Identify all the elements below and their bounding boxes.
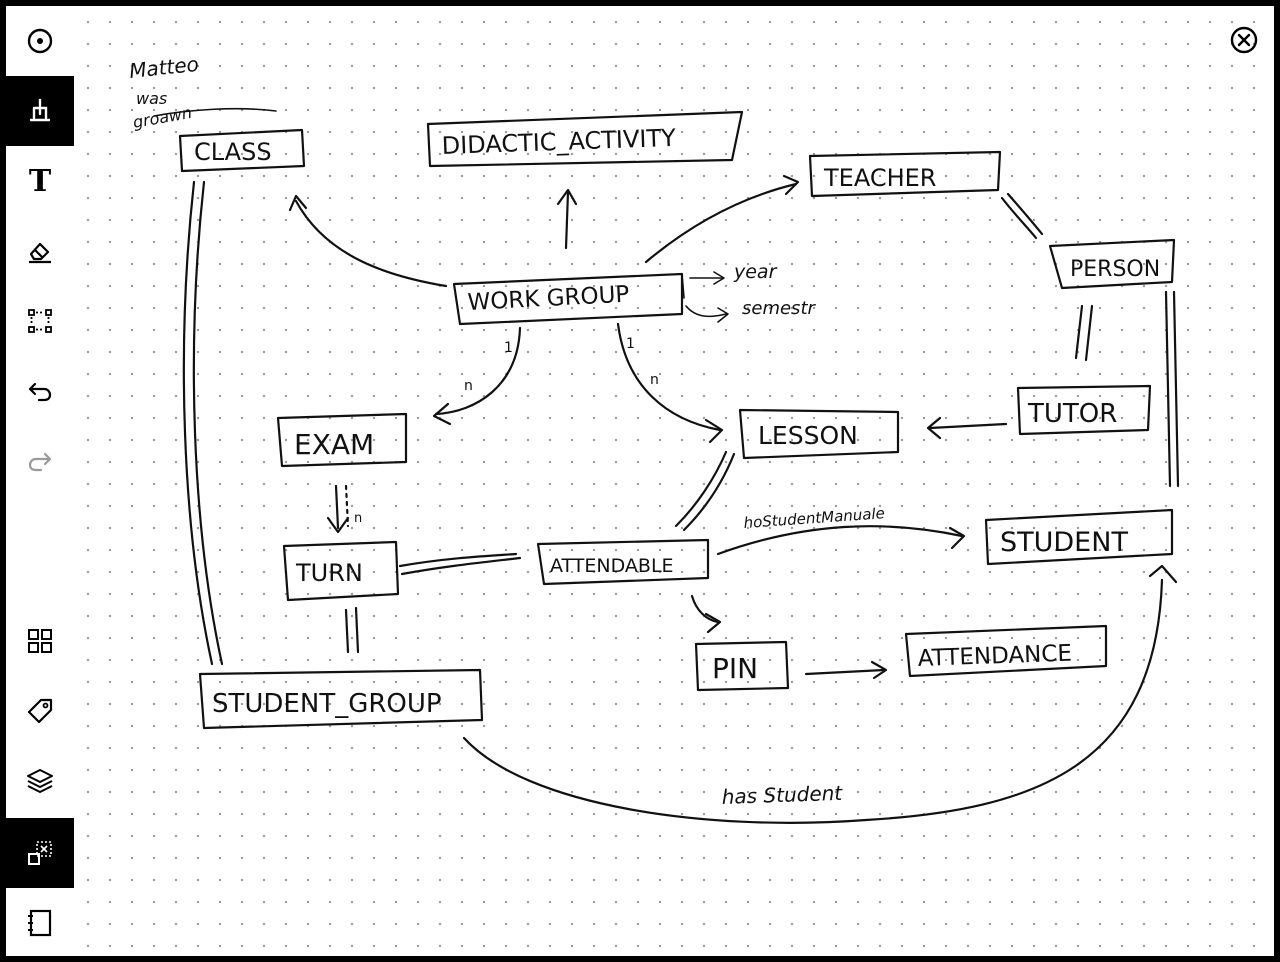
entity-exam: EXAM bbox=[276, 412, 408, 468]
entity-work-group: WORK GROUP bbox=[452, 272, 684, 326]
layers-button[interactable] bbox=[6, 746, 74, 816]
entity-student: STUDENT bbox=[984, 508, 1174, 566]
eraser-icon bbox=[29, 242, 51, 264]
entity-attendance: ATTENDANCE bbox=[904, 624, 1108, 678]
redo-button[interactable] bbox=[6, 426, 74, 496]
undo-icon bbox=[28, 382, 52, 402]
card-lesson-n: n bbox=[650, 372, 659, 388]
entity-student-group-label: STUDENT_GROUP bbox=[212, 689, 442, 719]
relations: year semestr 1 n 1 n bbox=[182, 174, 1180, 824]
move-tool-button[interactable] bbox=[6, 818, 74, 888]
entity-attendable-label: ATTENDABLE bbox=[550, 555, 674, 577]
entity-attendable: ATTENDABLE bbox=[536, 538, 710, 586]
entity-didactic-activity: DIDACTIC_ACTIVITY bbox=[426, 110, 744, 168]
entity-pin-label: PIN bbox=[712, 652, 758, 685]
layers-icon bbox=[27, 769, 53, 793]
pen-mode-button[interactable] bbox=[6, 6, 74, 76]
card-lesson-1: 1 bbox=[626, 336, 635, 352]
note-line-1: Matteo bbox=[128, 52, 200, 83]
entity-work-group-label: WORK GROUP bbox=[467, 282, 630, 316]
pen-nib-icon bbox=[29, 98, 51, 122]
entity-turn: TURN bbox=[282, 540, 400, 602]
entity-student-group: STUDENT_GROUP bbox=[198, 668, 484, 730]
card-exam-1: 1 bbox=[504, 340, 513, 356]
entity-person: PERSON bbox=[1048, 238, 1176, 290]
rel-has-student-manual: hoStudentManuale bbox=[743, 504, 885, 532]
move-select-icon bbox=[28, 841, 52, 865]
attr-year: year bbox=[733, 261, 778, 283]
circle-dot-icon bbox=[27, 28, 53, 54]
entity-teacher-label: TEACHER bbox=[823, 164, 936, 192]
attr-semester: semestr bbox=[742, 298, 816, 319]
notebook-button[interactable] bbox=[6, 888, 74, 956]
notebook-icon bbox=[28, 909, 52, 937]
entity-exam-label: EXAM bbox=[294, 428, 374, 461]
card-turn-n: n bbox=[354, 511, 362, 526]
entity-class-label: CLASS bbox=[194, 138, 272, 166]
redo-icon bbox=[28, 452, 52, 472]
writing-tool-button[interactable] bbox=[6, 76, 74, 146]
entity-lesson: LESSON bbox=[738, 408, 900, 460]
entity-tutor-label: TUTOR bbox=[1027, 399, 1117, 429]
lasso-select-icon bbox=[28, 309, 52, 333]
entity-student-label: STUDENT bbox=[1000, 527, 1128, 558]
text-icon: T bbox=[28, 163, 52, 199]
entity-didactic-activity-label: DIDACTIC_ACTIVITY bbox=[441, 124, 676, 160]
select-tool-button[interactable] bbox=[6, 286, 74, 356]
entity-turn-label: TURN bbox=[295, 559, 363, 587]
close-icon bbox=[1230, 26, 1258, 54]
card-exam-n: n bbox=[464, 378, 473, 394]
entity-pin: PIN bbox=[694, 640, 790, 692]
eraser-tool-button[interactable] bbox=[6, 216, 74, 286]
entity-person-label: PERSON bbox=[1070, 257, 1160, 282]
entity-class: CLASS bbox=[178, 128, 306, 173]
grid-icon bbox=[28, 629, 52, 653]
close-button[interactable] bbox=[1228, 24, 1260, 56]
text-tool-button[interactable]: T bbox=[6, 146, 74, 216]
undo-button[interactable] bbox=[6, 356, 74, 426]
entity-tutor: TUTOR bbox=[1016, 384, 1152, 436]
entity-attendance-label: ATTENDANCE bbox=[917, 641, 1072, 672]
canvas-frame[interactable]: Matteo was groawn CLASS DIDACTIC_ACTIVIT… bbox=[6, 6, 1274, 956]
toolbar: T bbox=[6, 6, 74, 956]
note-line-2: was bbox=[136, 89, 167, 108]
templates-button[interactable] bbox=[6, 606, 74, 676]
rel-has-student: has Student bbox=[721, 781, 843, 809]
entity-teacher: TEACHER bbox=[808, 150, 1002, 198]
sketch-canvas[interactable]: Matteo was groawn CLASS DIDACTIC_ACTIVIT… bbox=[6, 6, 1274, 956]
entity-lesson-label: LESSON bbox=[758, 421, 858, 450]
tag-icon bbox=[27, 698, 53, 724]
tags-button[interactable] bbox=[6, 676, 74, 746]
